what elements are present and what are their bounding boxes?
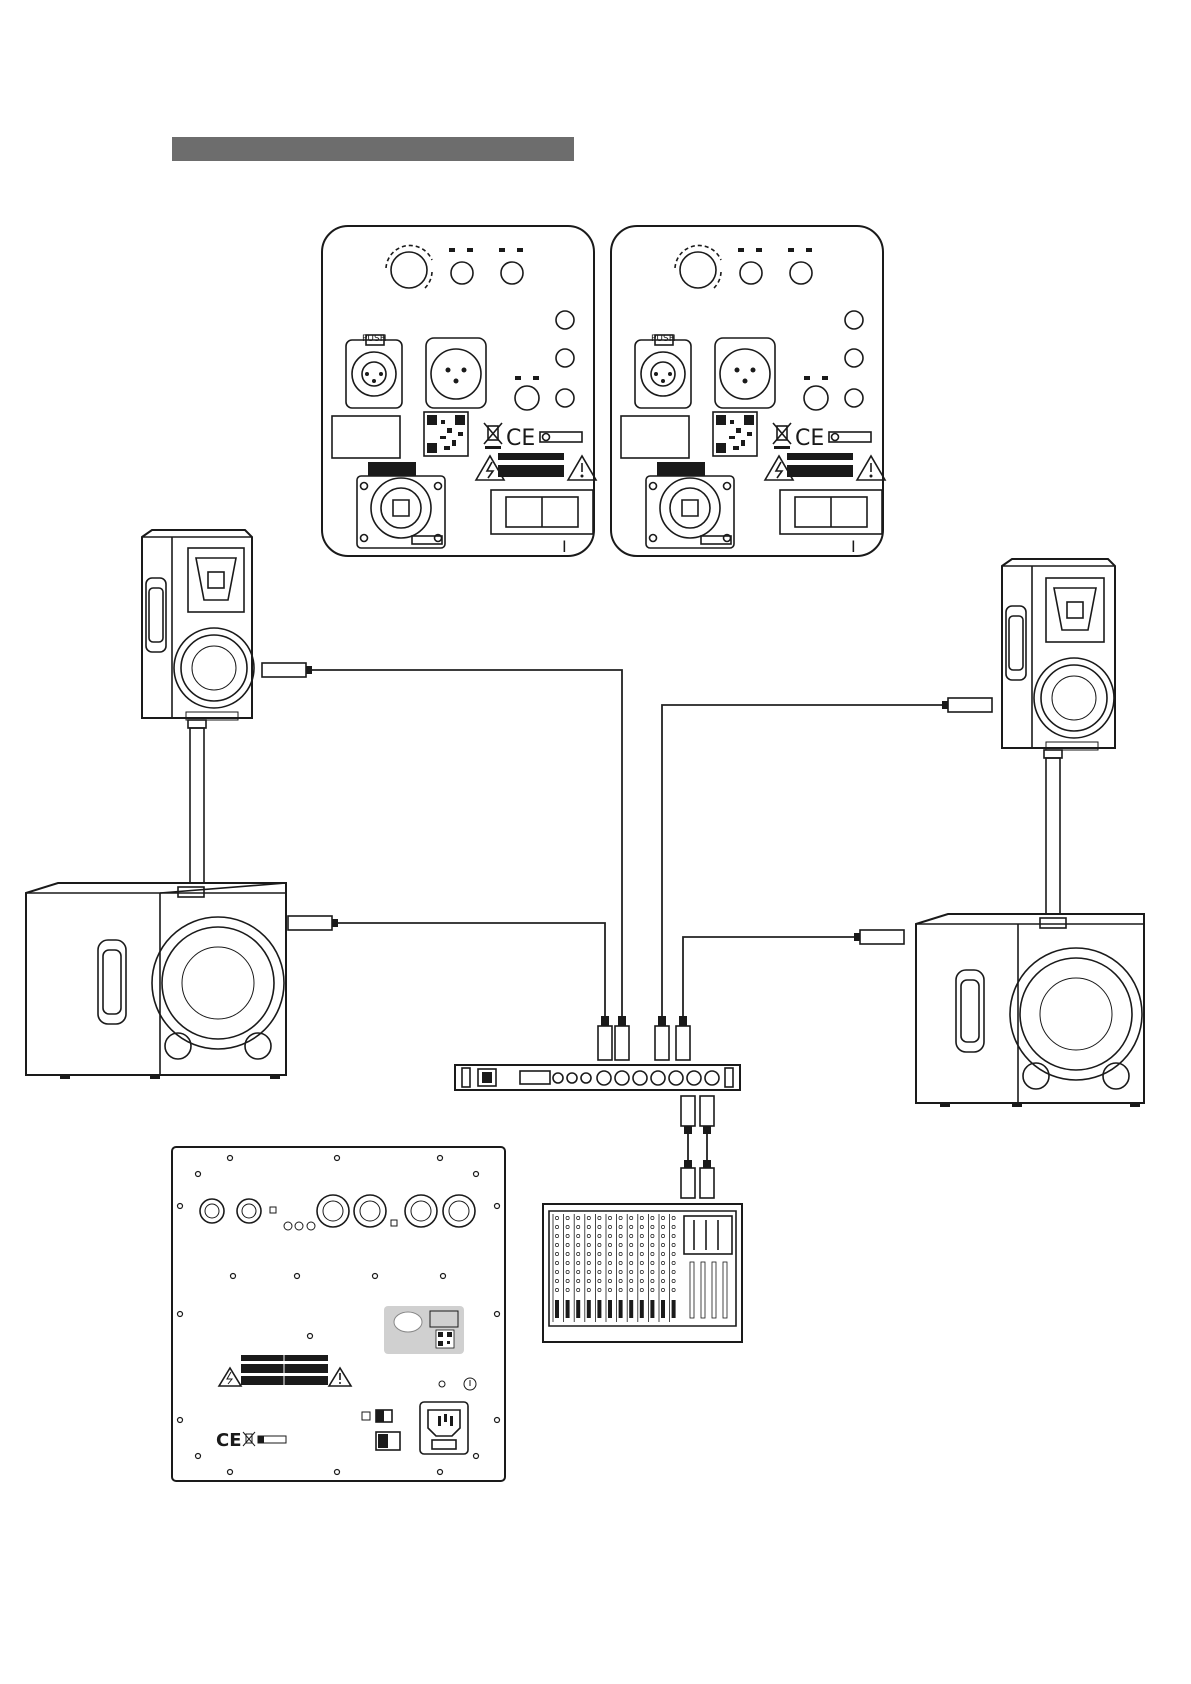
ce-mark: CE xyxy=(506,426,535,451)
mixer-fader xyxy=(629,1300,633,1318)
mixer-fader xyxy=(576,1300,580,1318)
qr-code-icon xyxy=(436,1330,454,1348)
mixer-fader xyxy=(640,1300,644,1318)
speaker-pole-right xyxy=(1046,758,1060,918)
mixer-fader xyxy=(608,1300,612,1318)
subwoofer-amp-panel: CE xyxy=(172,1147,505,1481)
rocker-power-switch-icon xyxy=(780,490,882,534)
power-on-mark: I xyxy=(562,537,567,556)
satellite-speaker-left xyxy=(142,530,254,720)
mixer-fader xyxy=(650,1300,654,1318)
subwoofer-right xyxy=(916,914,1144,1107)
push-label: PUSH xyxy=(651,334,676,344)
push-label: PUSH xyxy=(362,334,387,344)
mixer-fader xyxy=(555,1300,559,1318)
mixer-fader xyxy=(672,1300,676,1318)
mixer-fader xyxy=(619,1300,623,1318)
rocker-power-switch-icon xyxy=(491,490,593,534)
pole-coupler-left xyxy=(188,720,206,728)
speaker-pole-left xyxy=(190,728,204,888)
ce-mark: CE xyxy=(795,426,824,451)
xlr-plugs-processor-outputs xyxy=(598,1016,690,1060)
mixer-fader xyxy=(587,1300,591,1318)
mixer-fader xyxy=(566,1300,570,1318)
power-on-mark: I xyxy=(851,537,856,556)
mixing-console-icon xyxy=(543,1204,742,1342)
ce-mark: CE xyxy=(216,1430,242,1451)
cable-left-satellite xyxy=(262,663,622,1020)
mixer-fader xyxy=(597,1300,601,1318)
speaker-rear-panel-left: PUSH CE xyxy=(322,226,596,556)
cable-right-subwoofer xyxy=(683,930,904,1020)
cable-processor-to-mixer xyxy=(681,1096,714,1198)
pole-coupler-right xyxy=(1044,750,1062,758)
cable-left-subwoofer xyxy=(288,916,605,1020)
satellite-speaker-right xyxy=(1002,559,1115,750)
speaker-rear-panel-right: PUSH CE xyxy=(611,226,885,556)
crossover-processor xyxy=(455,1065,740,1090)
subwoofer-left xyxy=(26,883,286,1079)
mixer-fader xyxy=(661,1300,665,1318)
